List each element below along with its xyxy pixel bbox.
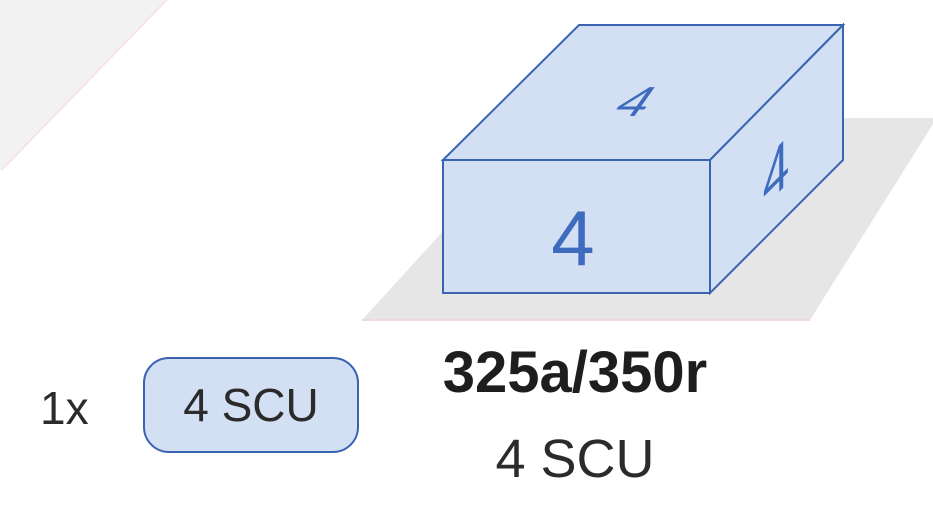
- scu-badge-label: 4 SCU: [183, 379, 319, 431]
- quantity-label: 1x: [40, 382, 89, 434]
- background-stripe-edge: [0, 0, 168, 170]
- box-front-label: 4: [551, 194, 594, 282]
- box-front-face: [442, 159, 711, 294]
- capacity-label: 4 SCU: [495, 429, 655, 489]
- scu-badge: 4 SCU: [143, 357, 359, 453]
- rating-label: 325a/350r: [442, 340, 708, 405]
